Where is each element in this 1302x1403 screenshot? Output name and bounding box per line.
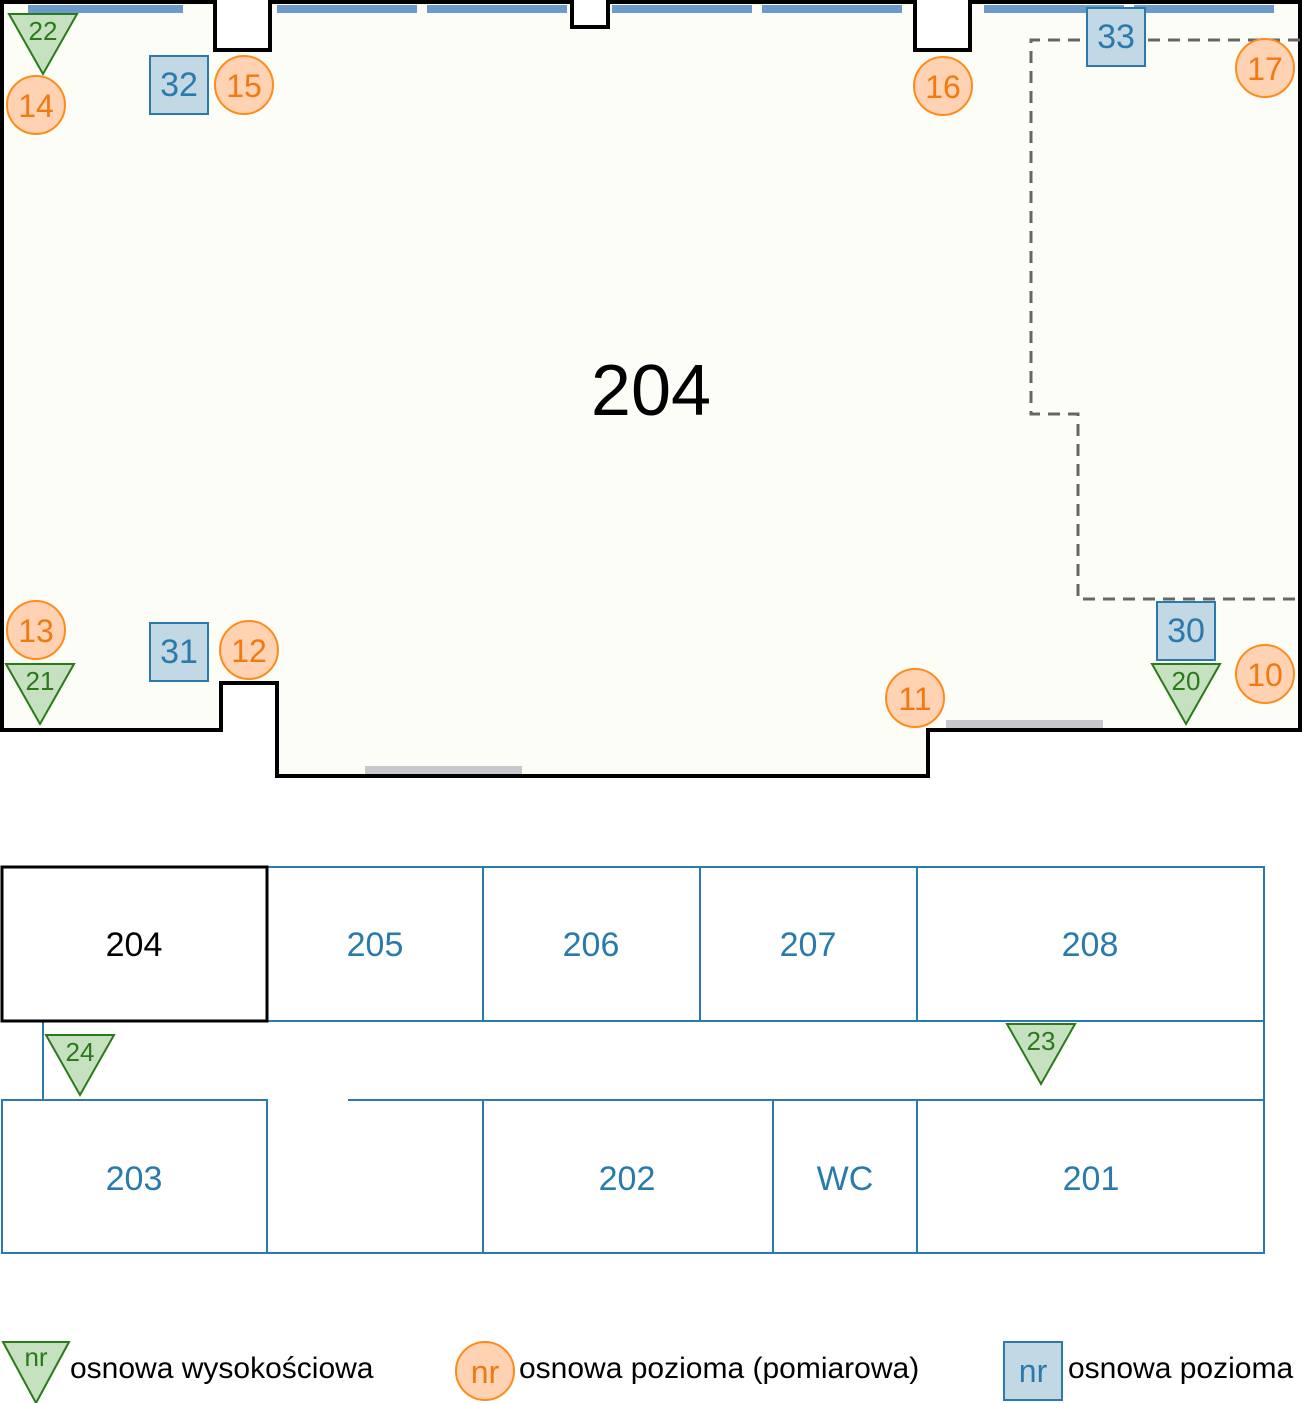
key-room-204: 204	[106, 926, 163, 964]
room-208-outline	[916, 866, 1265, 1022]
legend-square-text: nr	[1019, 1353, 1048, 1389]
circle-marker-icon	[885, 668, 945, 728]
door	[946, 720, 1103, 728]
benchmark-triangle-23: 23	[1005, 1023, 1077, 1087]
triangle-marker-icon	[7, 13, 79, 77]
circle-marker-icon	[6, 75, 66, 135]
legend-triangle-icon	[1, 1341, 71, 1403]
survey-point-square-30: 30	[1156, 601, 1216, 661]
key-room-205: 205	[347, 926, 404, 964]
key-room-201: 201	[1063, 1160, 1120, 1198]
circle-marker-icon	[1235, 38, 1295, 98]
room-204-highlight	[0, 865, 269, 1023]
square-marker-icon	[149, 55, 209, 115]
triangle-marker-label: 20	[1172, 666, 1201, 696]
circle-marker-icon	[219, 620, 279, 680]
square-marker-label: 32	[160, 66, 198, 104]
legend-circle-icon	[455, 1341, 515, 1401]
windows	[28, 5, 1274, 13]
legend: nr osnowa wysokościowa nr osnowa pozioma…	[1, 1341, 1293, 1403]
window	[984, 5, 1124, 13]
survey-point-square-33: 33	[1086, 7, 1146, 67]
circle-marker-label: 17	[1247, 51, 1283, 87]
square-marker-label: 31	[160, 633, 198, 671]
survey-point-circle-16: 16	[913, 56, 973, 116]
circle-marker-label: 12	[231, 633, 267, 669]
circle-marker-icon	[6, 600, 66, 660]
circle-marker-label: 10	[1247, 657, 1283, 693]
legend-circle-label: osnowa pozioma (pomiarowa)	[519, 1352, 919, 1385]
window	[277, 5, 417, 13]
room-201-outline	[916, 1099, 1265, 1254]
key-room-208: 208	[1062, 926, 1119, 964]
window	[762, 5, 902, 13]
survey-point-circle-12: 12	[219, 620, 279, 680]
triangle-marker-label: 22	[29, 16, 58, 46]
legend-triangle-label: osnowa wysokościowa	[70, 1352, 374, 1385]
circle-marker-label: 11	[898, 681, 931, 717]
legend-triangle-symbol: nr	[1, 1341, 71, 1403]
window	[427, 5, 567, 13]
legend-circle-symbol: nr	[455, 1341, 515, 1401]
survey-point-circle-13: 13	[6, 600, 66, 660]
square-markers: 32 33 31 30	[149, 7, 1216, 682]
key-room-207: 207	[780, 926, 837, 964]
survey-point-square-31: 31	[149, 622, 209, 682]
legend-square-icon	[1003, 1341, 1063, 1401]
triangle-marker-icon	[4, 663, 76, 727]
benchmark-triangle-24: 24	[44, 1034, 116, 1098]
circle-marker-icon	[913, 56, 973, 116]
window	[1134, 5, 1274, 13]
survey-point-circle-11: 11	[885, 668, 945, 728]
legend-square-label: osnowa pozioma	[1068, 1352, 1293, 1385]
circle-markers: 14 15 16 17 13 12 11 10	[6, 38, 1295, 728]
dashed-zone-outline	[1029, 38, 1300, 601]
room-203-outline	[1, 1099, 268, 1254]
circle-marker-label: 15	[226, 68, 262, 104]
survey-point-circle-10: 10	[1235, 644, 1295, 704]
square-marker-label: 33	[1097, 18, 1135, 56]
square-marker-label: 30	[1167, 612, 1205, 650]
main-room-label: 204	[591, 351, 711, 431]
triangle-marker-label: 24	[66, 1037, 95, 1067]
door	[365, 766, 522, 774]
benchmark-triangle-21: 21	[4, 663, 76, 727]
survey-point-circle-14: 14	[6, 75, 66, 135]
legend-square-symbol: nr	[1003, 1341, 1063, 1401]
circle-marker-label: 16	[925, 69, 961, 105]
triangle-marker-label: 23	[1027, 1026, 1056, 1056]
triangle-markers: 22 21 20 24 23	[4, 13, 1222, 1098]
survey-point-circle-15: 15	[214, 55, 274, 115]
triangle-marker-icon	[44, 1034, 116, 1098]
circle-marker-label: 13	[18, 613, 54, 649]
benchmark-triangle-22: 22	[7, 13, 79, 77]
triangle-marker-label: 21	[26, 666, 55, 696]
key-room-wc: WC	[817, 1160, 874, 1198]
window	[28, 5, 183, 13]
room-outline	[0, 0, 1302, 778]
triangle-marker-icon	[1005, 1023, 1077, 1087]
benchmark-triangle-20: 20	[1150, 663, 1222, 727]
window	[612, 5, 752, 13]
circle-marker-icon	[214, 55, 274, 115]
square-marker-icon	[1086, 7, 1146, 67]
survey-point-circle-17: 17	[1235, 38, 1295, 98]
circle-marker-label: 14	[18, 88, 54, 124]
key-plan: 204 205 206 207 208 203 202 WC 201	[0, 865, 1265, 1254]
legend-circle-text: nr	[471, 1354, 500, 1390]
circle-marker-icon	[1235, 644, 1295, 704]
legend-triangle-text: nr	[24, 1342, 47, 1372]
key-room-202: 202	[599, 1160, 656, 1198]
square-marker-icon	[149, 622, 209, 682]
main-room-204: 204	[0, 0, 1302, 778]
survey-point-square-32: 32	[149, 55, 209, 115]
square-marker-icon	[1156, 601, 1216, 661]
key-room-203: 203	[106, 1160, 163, 1198]
triangle-marker-icon	[1150, 663, 1222, 727]
key-room-206: 206	[563, 926, 620, 964]
